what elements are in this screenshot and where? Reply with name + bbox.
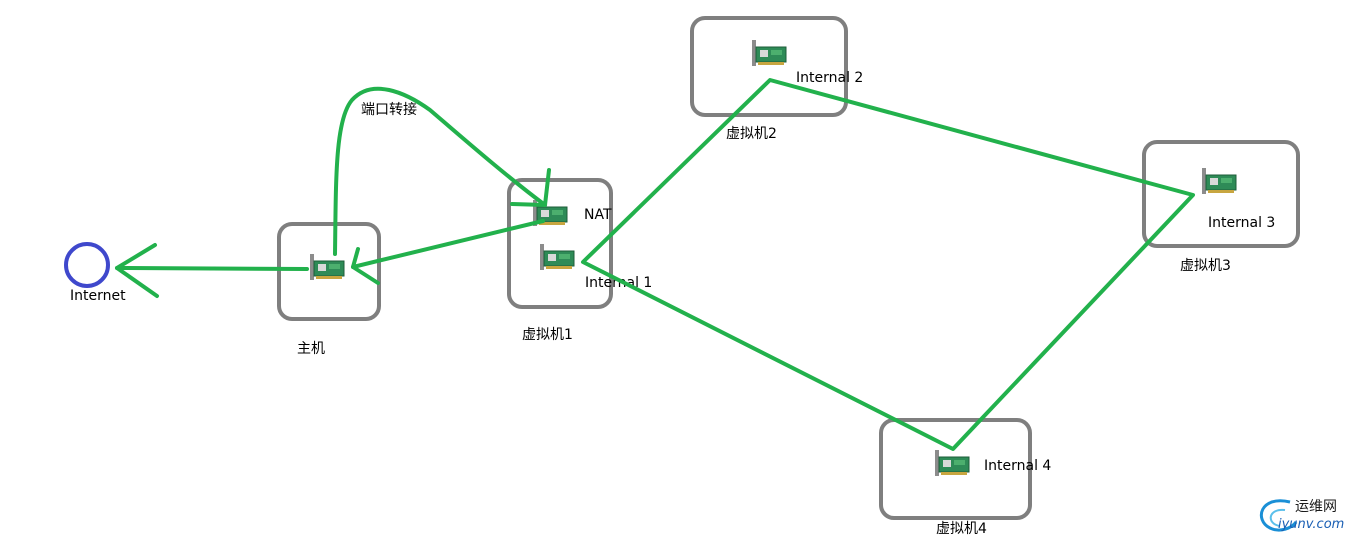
watermark-url: iyunv.com [1278, 517, 1344, 532]
vm1-label: 虚拟机1 [522, 327, 573, 343]
host-to-internet-line [115, 266, 309, 271]
vm1-internal-label: Internal 1 [585, 275, 652, 291]
vm3-nic-label: Internal 3 [1208, 215, 1275, 231]
vm2-nic-icon [751, 39, 787, 67]
vm1-nat-label: NAT [584, 207, 612, 223]
vm2-box [690, 16, 848, 117]
vm4-box [879, 418, 1032, 520]
vm3-box [1142, 140, 1300, 248]
internet-label: Internet [70, 288, 126, 304]
vm3-label: 虚拟机3 [1180, 258, 1231, 274]
vm4-nic-label: Internal 4 [984, 458, 1051, 474]
vm4-label: 虚拟机4 [936, 521, 987, 537]
port-forward-label: 端口转接 [361, 101, 417, 118]
vm3-nic-icon [1201, 167, 1237, 195]
host-box [277, 222, 381, 321]
port-forward-arrowhead [510, 168, 551, 207]
watermark-name: 运维网 [1295, 499, 1337, 515]
internet-circle [64, 242, 110, 288]
host-nic-icon [309, 253, 345, 281]
host-arrowhead [351, 247, 380, 285]
vm1-to-host-line [351, 219, 545, 269]
internal-ring [581, 78, 1195, 451]
watermark: 运维网 iyunv.com [1259, 499, 1344, 532]
vm2-nic-label: Internal 2 [796, 70, 863, 86]
host-label: 主机 [297, 341, 325, 357]
vm4-nic-icon [934, 449, 970, 477]
watermark-logo-icon [1259, 499, 1298, 532]
vm1-internal-nic-icon [539, 243, 575, 271]
vm2-label: 虚拟机2 [726, 126, 777, 142]
port-forward-curve [333, 86, 547, 256]
vm1-box [507, 178, 613, 309]
internet-arrowhead [115, 243, 159, 298]
